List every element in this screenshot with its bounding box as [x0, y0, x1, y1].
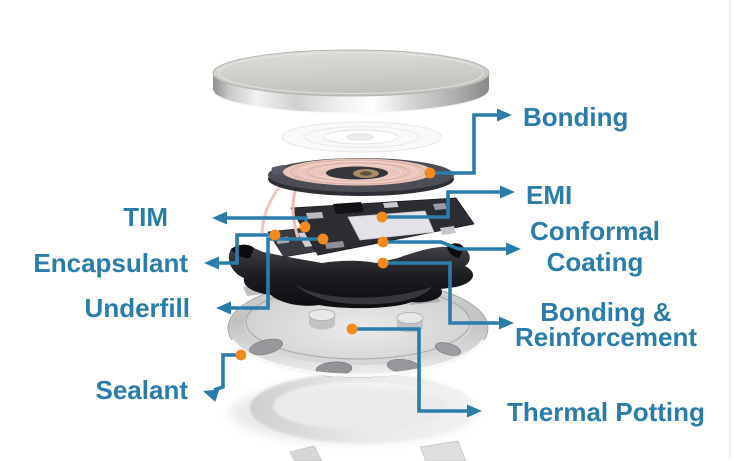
anchor-dot-bonding: [424, 167, 436, 179]
label-emi: EMI: [526, 180, 573, 210]
anchor-dot-thermal-potting: [346, 323, 358, 335]
anchor-dot-underfill: [317, 233, 329, 245]
label-conformal-coating-line1: Conformal: [530, 216, 660, 246]
midframe-bracket: [228, 243, 474, 309]
leader-underfill: [229, 237, 323, 310]
leader-conformal-coating: [383, 240, 508, 251]
top-cover-disc: [212, 49, 490, 114]
label-encapsulant: Encapsulant: [33, 248, 188, 278]
charging-coil: [260, 158, 454, 239]
leader-arrowheads: [203, 108, 521, 418]
label-sealant: Sealant: [95, 375, 189, 405]
anchor-dot-conformal-coating: [377, 236, 389, 248]
anchor-dots: [235, 167, 436, 361]
adhesive-film-layer: [281, 121, 443, 153]
label-thermal-potting: Thermal Potting: [507, 397, 705, 427]
label-bonding-reinforcement-line2: Reinforcement: [514, 322, 698, 352]
arrow-emi: [500, 185, 515, 199]
leader-thermal-potting: [352, 327, 469, 413]
label-tim: TIM: [123, 202, 168, 232]
leader-lines: [213, 113, 508, 413]
label-conformal-coating: Conformal Coating: [505, 216, 685, 278]
anchor-dot-bonding-reinforcement: [377, 257, 389, 269]
anchor-dot-sealant: [235, 349, 247, 361]
arrow-encapsulant: [204, 256, 219, 270]
arrow-conformal-coating: [506, 242, 521, 256]
label-bonding: Bonding: [523, 102, 629, 132]
arrow-sealant: [203, 389, 220, 402]
anchor-dot-emi: [376, 211, 388, 223]
arrow-underfill: [216, 301, 231, 315]
base-ring: [230, 373, 474, 461]
label-bonding-reinforcement-line1: Bonding &: [540, 297, 672, 327]
arrow-thermal-potting: [467, 404, 482, 418]
leader-encapsulant: [217, 233, 275, 265]
anchor-dot-encapsulant: [269, 229, 281, 241]
arrow-bonding: [497, 108, 512, 122]
anchor-dot-tim: [299, 221, 311, 233]
label-underfill: Underfill: [84, 293, 190, 323]
leader-sealant: [213, 353, 241, 392]
arrow-bonding-reinforcement: [499, 316, 514, 330]
arrow-tim: [212, 211, 227, 225]
leader-emi: [382, 190, 502, 219]
label-conformal-coating-line2: Coating: [546, 247, 644, 277]
label-bonding-reinforcement: Bonding & Reinforcement: [506, 297, 706, 352]
leader-bonding: [430, 113, 499, 175]
leader-bonding-reinforcement: [383, 261, 501, 325]
